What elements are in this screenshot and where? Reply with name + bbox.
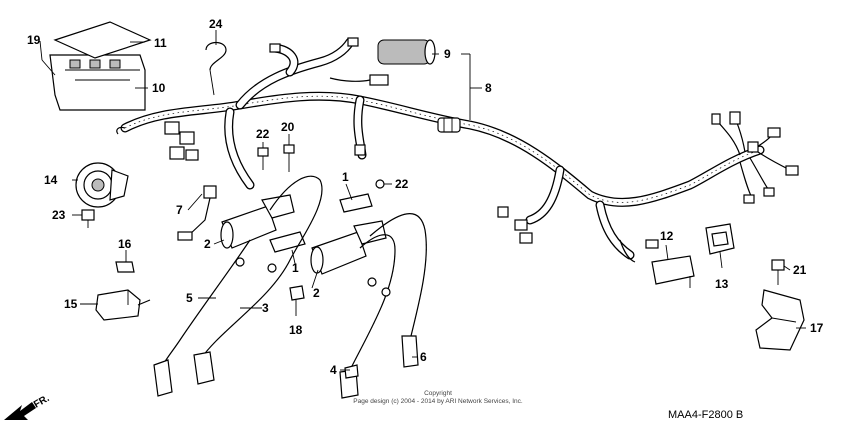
callout-22-left: 22 <box>256 127 270 141</box>
callout-24: 24 <box>209 17 223 31</box>
diagram-code: MAA4-F2800 B <box>668 409 743 421</box>
callout-13: 13 <box>715 277 729 291</box>
bolt-21 <box>771 259 785 285</box>
callout-22-right: 22 <box>395 177 409 191</box>
callout-12: 12 <box>660 229 674 243</box>
copyright-line-2: Page design (c) 2004 - 2014 by ARI Netwo… <box>353 398 523 405</box>
wire-sleeve-part <box>377 39 436 65</box>
leader-lines <box>39 30 806 371</box>
horn <box>75 162 129 208</box>
callout-7: 7 <box>176 203 183 217</box>
connector-box-13 <box>705 223 735 255</box>
bolt-23 <box>81 209 95 228</box>
callout-2-left: 2 <box>204 237 211 251</box>
front-direction-arrow-icon: FR. <box>4 393 52 420</box>
connector-7 <box>177 185 217 241</box>
callout-23: 23 <box>52 208 66 222</box>
callout-9: 9 <box>444 47 451 61</box>
callout-21: 21 <box>793 263 807 277</box>
control-unit-12 <box>651 255 695 288</box>
callout-1-upper: 1 <box>342 170 349 184</box>
callout-20: 20 <box>281 120 295 134</box>
mounting-bracket-17 <box>755 289 805 351</box>
callout-17: 17 <box>810 321 824 335</box>
copyright-line-1: Copyright <box>424 390 452 397</box>
callout-16: 16 <box>118 237 132 251</box>
relay-rubber-mount <box>115 261 135 273</box>
callout-5: 5 <box>186 291 193 305</box>
bolt-20 <box>283 144 295 172</box>
callout-3: 3 <box>262 301 269 315</box>
front-marker-label: FR. <box>32 393 52 411</box>
callout-14: 14 <box>44 173 58 187</box>
callout-19: 19 <box>27 33 41 47</box>
connector-18 <box>289 285 305 301</box>
main-wire-harness <box>116 37 799 263</box>
relay-unit <box>95 289 151 321</box>
bolt-22-left <box>257 147 269 170</box>
callout-4: 4 <box>330 363 337 377</box>
coil-bracket <box>269 193 373 253</box>
callout-15: 15 <box>64 297 78 311</box>
regulator-rectifier <box>49 21 152 111</box>
callout-11: 11 <box>154 36 167 50</box>
clip-4 <box>344 364 359 379</box>
spark-plug-cords <box>153 175 427 399</box>
callout-labels: 19 11 10 24 9 8 22 20 1 22 14 23 7 2 16 … <box>27 17 824 377</box>
callout-6: 6 <box>420 350 427 364</box>
ignition-coil-rear <box>310 220 387 275</box>
callout-1-lower: 1 <box>292 261 299 275</box>
bolt-22-right <box>375 179 385 189</box>
ignition-coil-front <box>220 194 295 249</box>
callout-10: 10 <box>152 81 166 95</box>
harness-clamp <box>205 41 227 96</box>
callout-2-right: 2 <box>313 286 320 300</box>
callout-18: 18 <box>289 323 303 337</box>
callout-8: 8 <box>485 81 492 95</box>
